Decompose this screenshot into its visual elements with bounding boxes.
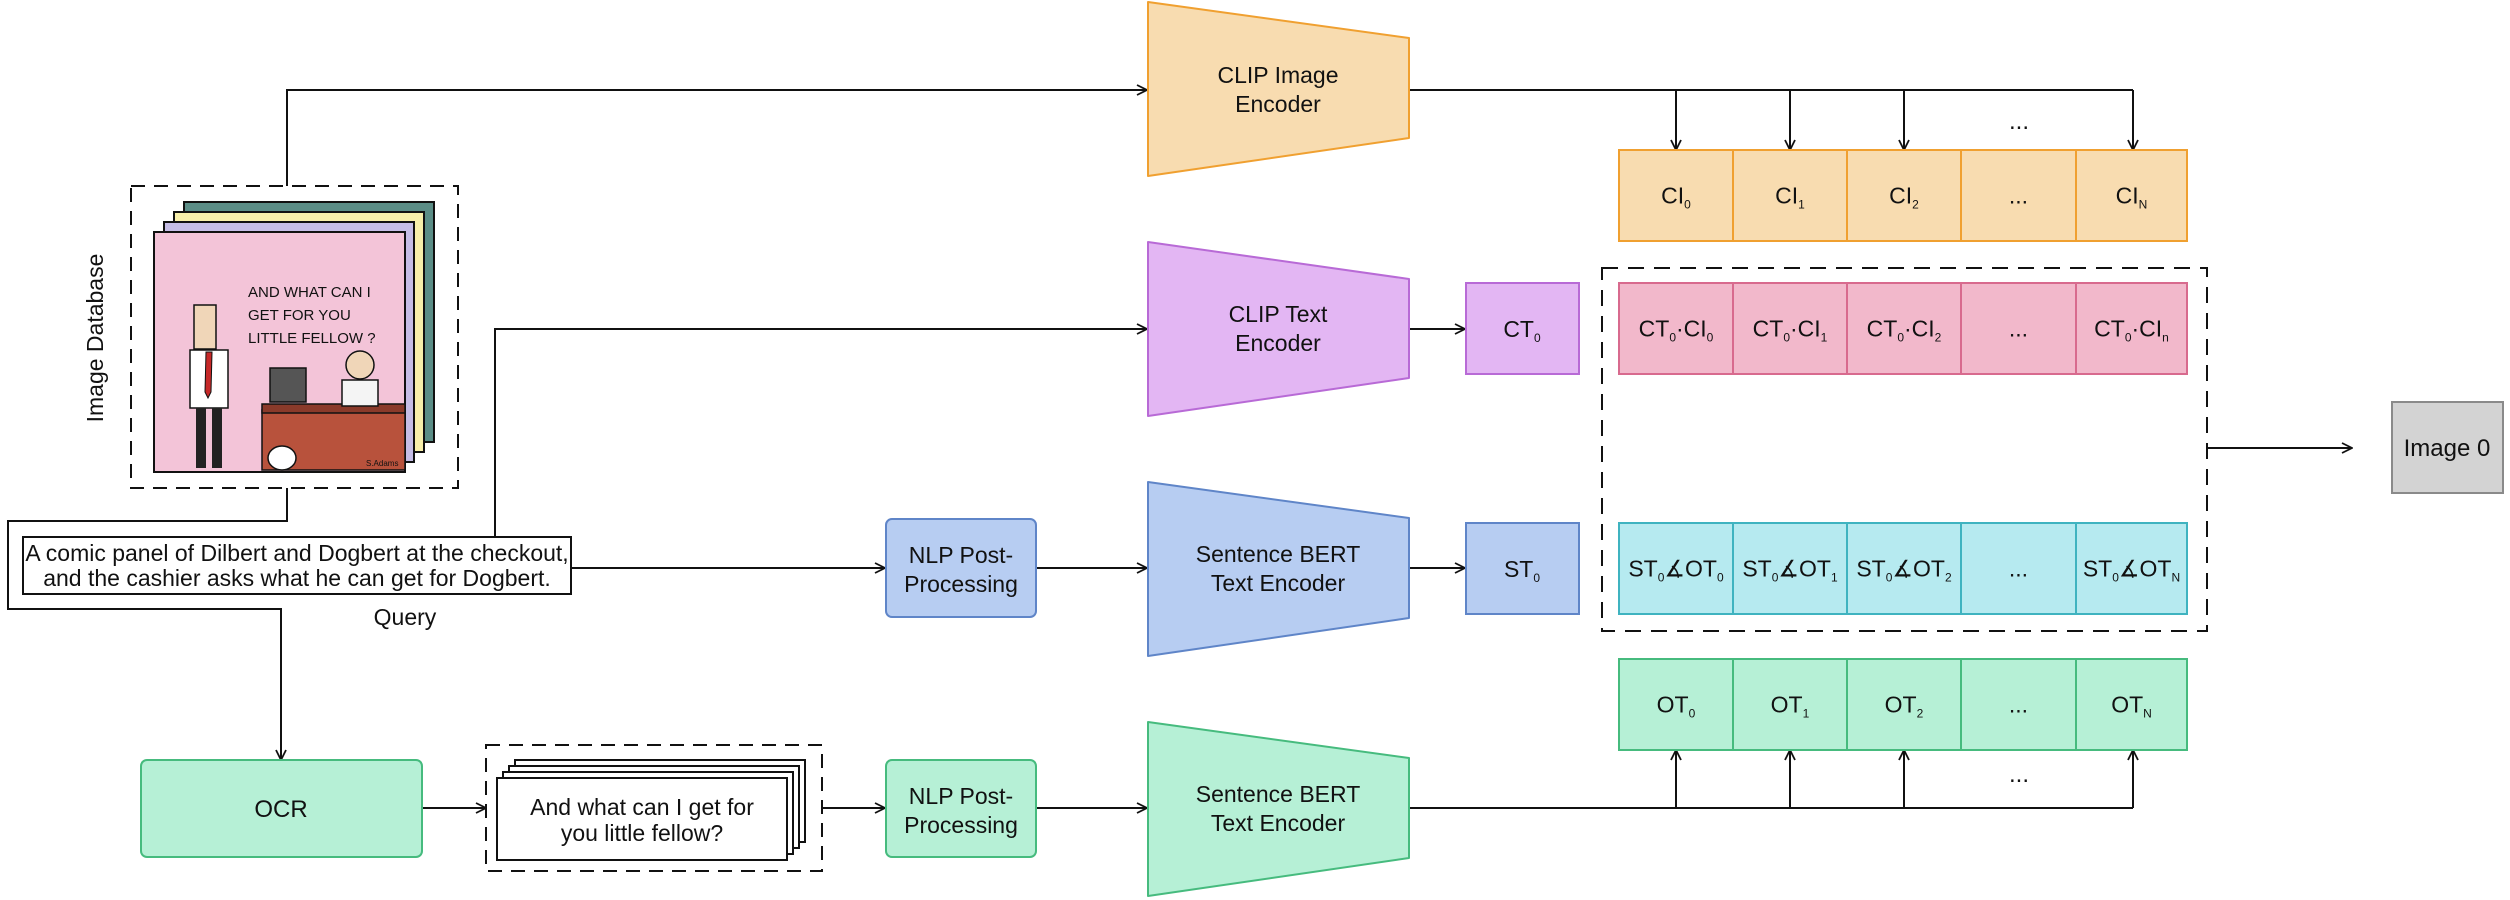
ot-cell-label-1: OT1: [1771, 692, 1810, 721]
ot-cell-label-2: OT2: [1885, 692, 1924, 721]
clip-text-encoder-line-1: CLIP Text: [1229, 301, 1328, 327]
ot-cell-0: [1618, 658, 1734, 751]
ot-cell-1: [1732, 658, 1848, 751]
comic-caption-line-3: LITTLE FELLOW ?: [248, 330, 376, 347]
ot-cell-2: [1846, 658, 1962, 751]
ocr-text-line-1: And what can I get for: [530, 794, 754, 820]
svg-text:ST0: ST0: [1504, 556, 1540, 585]
ci-bus-ellipsis: ...: [2009, 108, 2029, 135]
ctci-cell-label-2: CT0·CI2: [1867, 316, 1942, 345]
ocr-text-stack: And what can I get for you little fellow…: [485, 744, 823, 872]
ci-cell-4: [2075, 149, 2188, 242]
stot-cell-3: [1960, 522, 2077, 615]
nlp-post-processing-ocr: NLP Post- Processing: [885, 759, 1037, 858]
clip-text-encoder-line-2: Encoder: [1235, 330, 1321, 356]
ocr-text-line-2: you little fellow?: [561, 820, 723, 846]
ctci-cell-label-4: CT0·CIn: [2094, 316, 2169, 345]
ct0-sub: 0: [1534, 331, 1541, 345]
sbert-ocr-line-1: Sentence BERT: [1196, 781, 1361, 807]
stot-cell-label-0: ST0∡OT0: [1628, 556, 1724, 585]
ctci-cell-1: [1732, 282, 1848, 375]
comic-panel: AND WHAT CAN I GET FOR YOU LITTLE FELLOW…: [153, 231, 406, 473]
arrow-db-to-clip-image: [286, 90, 1147, 186]
stot-cell-1: [1732, 522, 1848, 615]
svg-text:CT0: CT0: [1503, 316, 1541, 345]
image-database-label: Image Database: [82, 254, 108, 423]
nlp-post-processing-query: NLP Post- Processing: [885, 518, 1037, 618]
nlp-ocr-line-1: NLP Post-: [909, 783, 1013, 809]
comic-caption-line-2: GET FOR YOU: [248, 307, 351, 324]
ci-cell-0: [1618, 149, 1734, 242]
st0-box: ST0: [1465, 522, 1580, 615]
ci-cell-2: [1846, 149, 1962, 242]
ci-cell-label-4: CIN: [2116, 183, 2148, 212]
stot-cell-label-3: ...: [2009, 556, 2028, 582]
ot-cell-3: [1960, 658, 2077, 751]
ci-cell-label-1: CI1: [1775, 183, 1805, 212]
nlp-query-line-2: Processing: [904, 571, 1018, 597]
clip-image-encoder: CLIP Image Encoder: [1147, 1, 1410, 177]
sentence-bert-encoder-ocr: Sentence BERT Text Encoder: [1147, 721, 1410, 897]
query-label: Query: [374, 604, 437, 630]
ot-cell-label-3: ...: [2009, 692, 2028, 718]
st0-base: ST: [1504, 556, 1533, 582]
similarity-scores-group: [1601, 267, 2208, 632]
stot-cell-label-1: ST0∡OT1: [1742, 556, 1838, 585]
ctci-cell-4: [2075, 282, 2188, 375]
ctci-cell-3: [1960, 282, 2077, 375]
ot-bus-ellipsis: ...: [2009, 761, 2029, 788]
query-bracket: [7, 488, 288, 760]
stot-cell-label-4: ST0∡OTN: [2083, 556, 2180, 585]
ci-cell-label-3: ...: [2009, 183, 2028, 209]
sentence-bert-encoder-query: Sentence BERT Text Encoder: [1147, 481, 1410, 657]
comic-caption-line-1: AND WHAT CAN I: [248, 284, 371, 301]
clip-image-encoder-line-2: Encoder: [1235, 91, 1321, 117]
arrow-query-to-clip-text: [494, 329, 1147, 541]
nlp-ocr-line-2: Processing: [904, 812, 1018, 838]
nlp-query-line-1: NLP Post-: [909, 542, 1013, 568]
ct0-base: CT: [1503, 316, 1534, 342]
sbert-query-line-2: Text Encoder: [1211, 570, 1346, 596]
image-database: AND WHAT CAN I GET FOR YOU LITTLE FELLOW…: [82, 185, 459, 489]
result-label: Image 0: [2404, 435, 2491, 462]
ci-cell-label-0: CI0: [1661, 183, 1691, 212]
ot-cell-4: [2075, 658, 2188, 751]
ctci-cell-label-1: CT0·CI1: [1753, 316, 1828, 345]
connectors: [7, 90, 2352, 808]
st0-sub: 0: [1533, 571, 1540, 585]
stot-cell-label-2: ST0∡OT2: [1856, 556, 1952, 585]
sbert-ocr-line-2: Text Encoder: [1211, 810, 1346, 836]
ctci-cell-0: [1618, 282, 1734, 375]
ci-cell-3: [1960, 149, 2077, 242]
ci-cell-label-2: CI2: [1889, 183, 1919, 212]
clip-image-encoder-line-1: CLIP Image: [1217, 62, 1338, 88]
ot-cell-label-0: OT0: [1657, 692, 1696, 721]
comic-signature: S.Adams: [366, 459, 398, 468]
ocr-label: OCR: [254, 796, 307, 823]
embedding-rows: CI0 CI1 CI2... CIN CT0·CI0 CT0·CI1 CT0·CI2... C…: [1618, 149, 2188, 751]
sbert-query-line-1: Sentence BERT: [1196, 541, 1361, 567]
clip-text-encoder: CLIP Text Encoder: [1147, 241, 1410, 417]
query-line-1: A comic panel of Dilbert and Dogbert at …: [25, 540, 568, 566]
stot-cell-4: [2075, 522, 2188, 615]
ot-cell-label-4: OTN: [2111, 692, 2152, 721]
ctci-cell-label-0: CT0·CI0: [1639, 316, 1714, 345]
ctci-cell-label-3: ...: [2009, 316, 2028, 342]
result-box: Image 0: [2391, 401, 2504, 494]
query-line-2: and the cashier asks what he can get for…: [43, 565, 551, 591]
query-box: A comic panel of Dilbert and Dogbert at …: [22, 536, 572, 595]
ocr-box: OCR: [140, 759, 423, 858]
ct0-box: CT0: [1465, 282, 1580, 375]
ctci-cell-2: [1846, 282, 1962, 375]
